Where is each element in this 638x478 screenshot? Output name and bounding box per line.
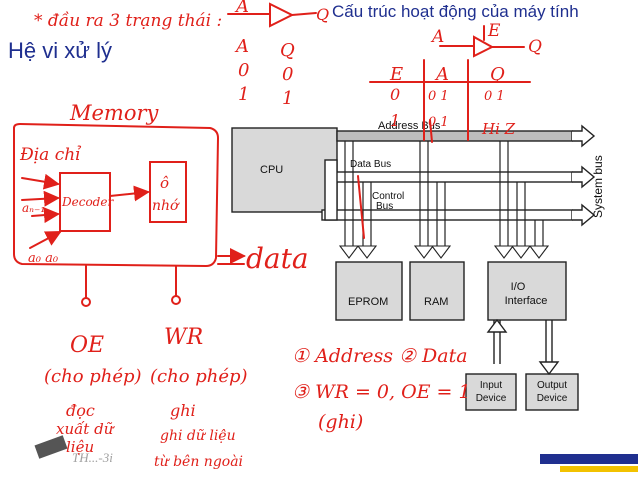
wr-in-2: từ bên ngoài [154,454,243,470]
chip-icon [34,435,638,472]
gate2-e-label: E [487,21,501,41]
input-device-box [465,373,517,411]
gate2-q-label: Q [528,37,542,57]
address-bus-line [336,130,573,142]
io-label-2: Interface [505,295,548,307]
oe-out-2: liệu [66,438,94,456]
eprom-label: EPROM [348,296,388,308]
cpu-label: CPU [260,164,283,176]
gate1-a-label: A [234,0,249,17]
truth1-q-1: 1 [282,88,293,109]
output-device-label-1: Output [537,380,567,391]
data-bus-label: Data Bus [350,159,391,170]
oe-read: đọc [66,401,95,420]
red-annotation-strokes [13,2,531,307]
wr-desc: (cho phép) [150,366,248,387]
data-label: data [246,242,309,275]
truth2-e-0: 0 [390,85,400,104]
wr-label: WR [164,325,203,350]
truth2-a-head: A [434,64,449,85]
oe-label: OE [70,333,104,358]
truth2-q-hiz: Hi Z [481,120,516,138]
step-1-2: ① Address ② Data [292,345,468,367]
oe-desc: (cho phép) [44,366,142,387]
footer-text: TH...-3i [72,450,113,465]
wr-in-1: ghi dữ liệu [160,428,236,444]
control-bus-label-2: Bus [376,201,393,212]
gate1-q-label: Q [316,5,329,24]
wr-write: ghi [170,401,196,420]
ram-box [409,261,465,321]
cpu-box [231,127,338,213]
addr-n-label: aₙ₋₁ [22,201,45,215]
cell-label-1: ô [160,174,169,192]
note-top: * đầu ra 3 trạng thái : [34,11,222,31]
io-label-1: I/O [511,281,526,293]
truth2-e-1: 1 [390,111,400,130]
input-device-label-1: Input [480,380,502,391]
truth2-e-head: E [389,64,403,85]
truth1-q-head: Q [280,40,295,61]
address-label: Địa chỉ [19,145,81,165]
data-bus-line [327,171,573,183]
cell-label-2: nhớ [152,198,180,214]
slide-heading: Cấu trúc hoạt động của máy tính [332,2,579,21]
output-device-box [525,373,579,411]
truth2-q-head: Q [490,64,505,85]
gate2-a-label: A [430,27,444,47]
truth1-a-0: 0 [238,60,249,81]
memory-label: Memory [69,101,160,125]
system-bus-label: System bus [591,155,605,218]
control-bus-line [321,209,573,221]
truth1-a-1: 1 [238,84,249,105]
truth2-q-0: 0 1 [484,89,505,104]
address-bus-label: Address Bus [378,120,441,132]
truth2-a-1: 0 1 [428,115,449,130]
step-3-note: (ghi) [318,411,363,433]
truth1-a-head: A [234,36,249,57]
red-annotation-text: * đầu ra 3 trạng thái : A Q A 0 1 Q 0 1 … [19,0,542,470]
decoder-label: Decoder [61,195,114,209]
input-device-label-2: Device [476,393,507,404]
addr-0-label: a₀ a₀ [28,251,59,266]
step-3: ③ WR = 0, OE = 1 [292,381,471,403]
output-device-label-2: Device [537,393,568,404]
control-bus-label-1: Control [372,191,404,202]
truth2-a-0: 0 1 [428,89,449,104]
oe-out-1: xuất dữ [56,420,115,438]
ram-label: RAM [424,296,448,308]
bus-drops [344,141,544,246]
truth1-q-0: 0 [282,64,293,85]
eprom-box [335,261,403,321]
system-bus-diagram [231,124,596,411]
io-interface-box [487,261,567,321]
slide-title: Hệ vi xử lý [8,38,112,63]
